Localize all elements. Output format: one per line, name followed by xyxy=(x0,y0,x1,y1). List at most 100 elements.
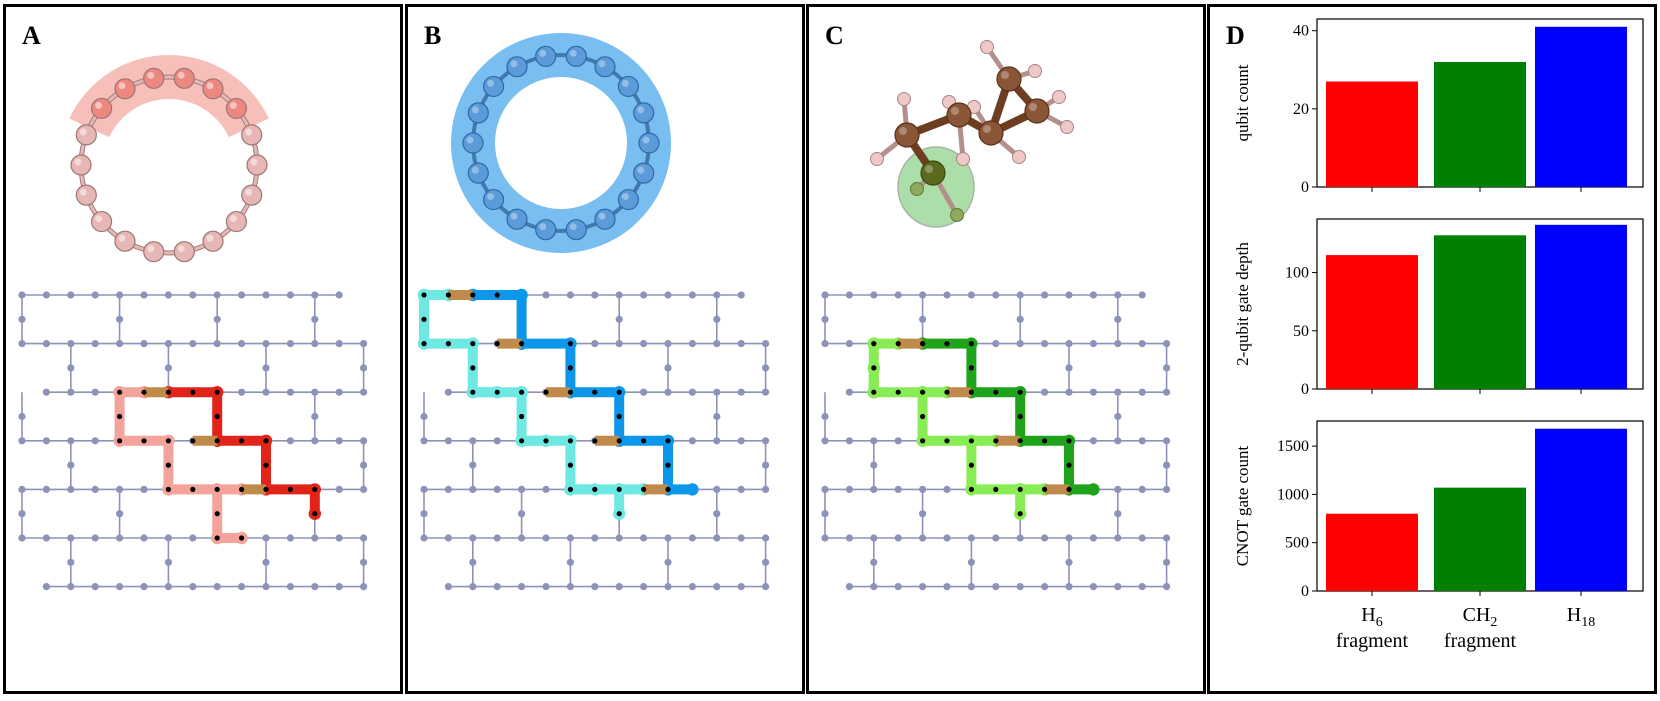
lattice-node xyxy=(213,315,221,323)
lattice-node xyxy=(688,340,696,348)
lattice-node xyxy=(360,388,368,396)
lattice-node xyxy=(615,340,623,348)
atom-shine xyxy=(95,215,103,223)
atom-shine xyxy=(1001,71,1009,79)
lattice-node xyxy=(542,291,550,299)
qubit-dot xyxy=(895,341,901,347)
lattice-node xyxy=(311,340,319,348)
lattice-node xyxy=(1163,437,1171,445)
lattice-node xyxy=(1016,534,1024,542)
lattice-node xyxy=(664,340,672,348)
lattice-node xyxy=(821,291,829,299)
qubit-dot xyxy=(1066,462,1072,468)
lattice-node xyxy=(542,583,550,591)
hydrogen-atom xyxy=(482,75,505,98)
hydrogen-atom xyxy=(225,210,248,233)
qubit-dot xyxy=(239,486,245,492)
lattice-node xyxy=(286,583,294,591)
lattice-node xyxy=(91,291,99,299)
qubit-dot xyxy=(567,462,573,468)
atom-shine xyxy=(899,127,907,135)
lattice-node xyxy=(262,558,270,566)
atom-shine xyxy=(250,158,258,166)
lattice-node xyxy=(335,485,343,493)
lattice-node xyxy=(116,340,124,348)
lattice-node xyxy=(42,534,51,542)
lattice-node xyxy=(1138,340,1146,348)
path-dark-node xyxy=(1087,483,1100,496)
lattice-node xyxy=(493,534,501,542)
atom-shine xyxy=(118,234,126,242)
atom-shine xyxy=(147,71,155,79)
lattice-node xyxy=(762,461,770,469)
qubit-dot xyxy=(519,389,525,395)
qubit-dot xyxy=(592,486,598,492)
lattice-node xyxy=(845,340,853,348)
lattice-node xyxy=(444,485,452,493)
qubit-dot xyxy=(1042,486,1048,492)
lattice-node xyxy=(42,291,51,299)
lattice-node xyxy=(992,291,1000,299)
lattice-node xyxy=(737,291,745,299)
qubit-dot xyxy=(239,535,245,541)
lattice-node xyxy=(116,315,124,323)
lattice-node xyxy=(286,534,294,542)
lattice-node xyxy=(335,340,343,348)
lattice-node xyxy=(762,388,770,396)
lattice-node xyxy=(42,340,51,348)
lattice-node xyxy=(311,534,319,542)
bar-3 xyxy=(1535,428,1627,591)
lattice-node xyxy=(140,583,148,591)
lattice-node xyxy=(1138,291,1146,299)
carbon-atom xyxy=(946,102,972,128)
lattice-node xyxy=(1114,291,1122,299)
lattice-node xyxy=(67,558,75,566)
qubit-dot xyxy=(641,486,647,492)
hydrogen-atom xyxy=(75,124,97,146)
lattice-node xyxy=(286,340,294,348)
lattice xyxy=(18,291,368,591)
panel-c: C xyxy=(806,4,1206,694)
atom-shine xyxy=(621,193,629,201)
lattice-node xyxy=(542,534,550,542)
lattice-node xyxy=(762,534,770,542)
lattice-node xyxy=(335,291,343,299)
carbon-atom xyxy=(894,122,920,148)
lattice-node xyxy=(713,437,721,445)
lattice-node xyxy=(821,315,829,323)
y-tick-label: 40 xyxy=(1293,23,1309,40)
lattice-node xyxy=(845,388,853,396)
qubit-dot xyxy=(519,413,525,420)
qubit-dot xyxy=(1066,438,1072,444)
atom-shine xyxy=(229,101,237,109)
qubit-dot xyxy=(470,365,476,371)
hydrogen-atom xyxy=(633,102,655,124)
qubit-dot xyxy=(263,462,269,468)
atom-shine xyxy=(118,82,126,90)
hydrogen-atom xyxy=(202,78,224,100)
lattice-node xyxy=(1016,340,1024,348)
lattice-node xyxy=(469,485,477,493)
lattice-node xyxy=(615,291,623,299)
panel-a-label: A xyxy=(22,21,41,50)
hydrogen-atom xyxy=(75,184,97,206)
lattice-node xyxy=(737,388,745,396)
lattice-node xyxy=(870,534,878,542)
y-tick-label: 1000 xyxy=(1277,486,1309,503)
qubit-dot xyxy=(165,486,171,492)
lattice-node xyxy=(469,558,477,566)
lattice-node xyxy=(1138,437,1146,445)
qubit-dot xyxy=(1042,438,1048,444)
qubit-dot xyxy=(543,438,549,444)
lattice-node xyxy=(262,340,270,348)
qubit-dot xyxy=(190,438,196,444)
lattice-node xyxy=(1065,558,1073,566)
atom-shine xyxy=(206,234,214,242)
lattice-node xyxy=(688,583,696,591)
lattice-node xyxy=(713,485,721,493)
panel-c-figure xyxy=(821,40,1171,591)
lattice-node xyxy=(1114,437,1122,445)
lattice-node xyxy=(1041,583,1049,591)
lattice-node xyxy=(640,291,648,299)
qubit-dot xyxy=(616,486,622,492)
